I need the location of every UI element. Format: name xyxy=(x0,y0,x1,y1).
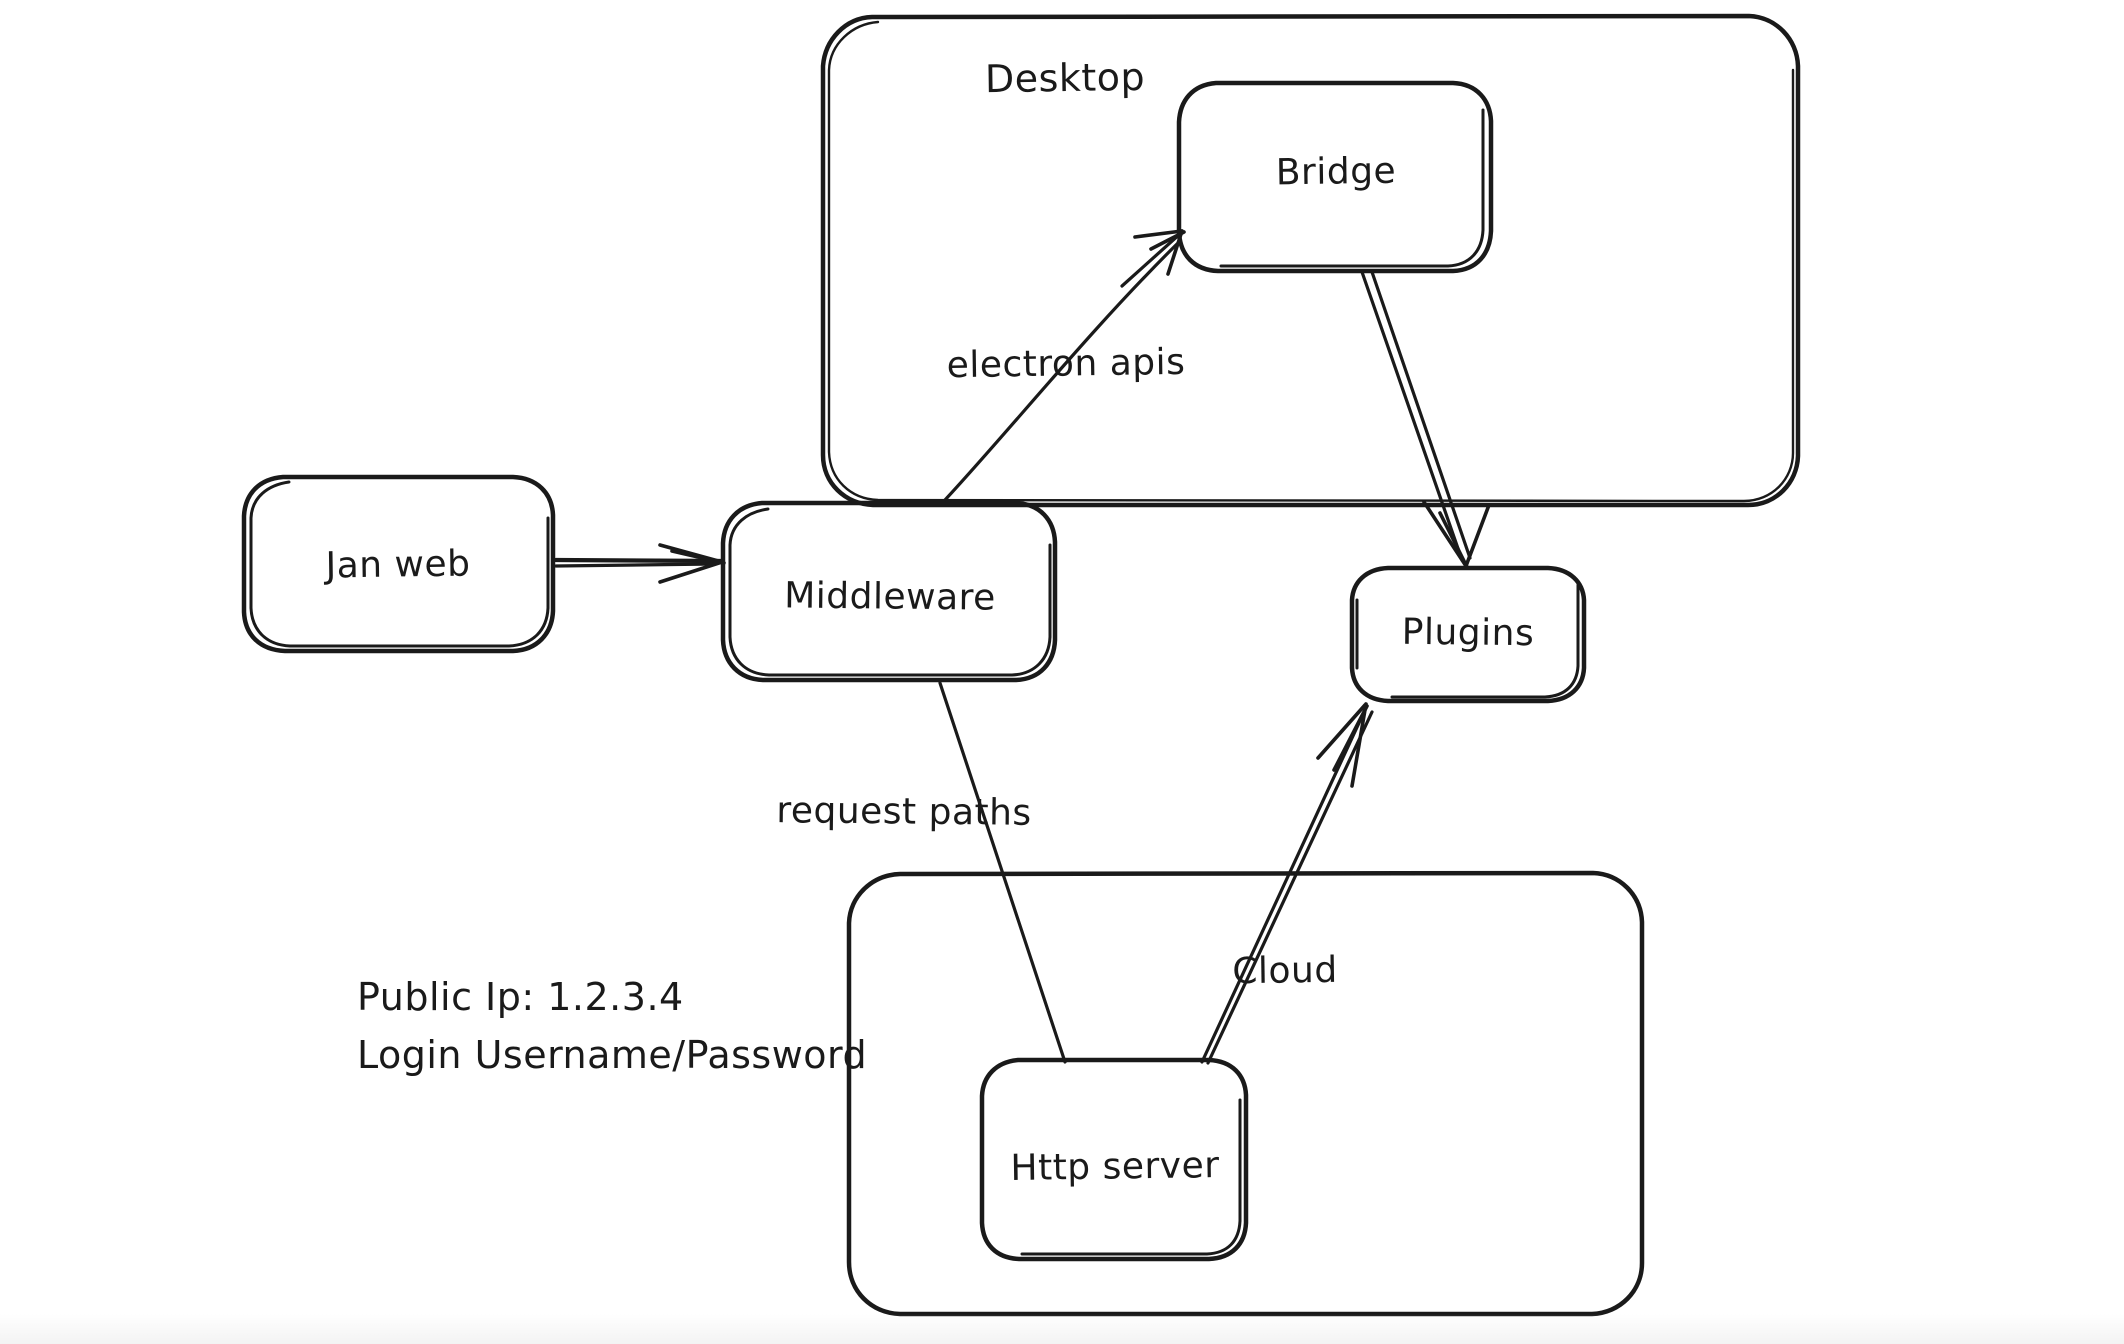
node-label-plugins[interactable]: Plugins xyxy=(1401,611,1535,655)
edge-http-server-to-middleware xyxy=(938,681,1067,1064)
edge-middleware-to-bridge xyxy=(943,229,1186,502)
group-desktop-outline xyxy=(820,13,1801,508)
node-http-server-outline xyxy=(979,1057,1249,1262)
node-label-middleware[interactable]: Middleware xyxy=(784,575,996,619)
group-label-desktop: Desktop xyxy=(984,54,1146,102)
edge-label-cloud: Cloud xyxy=(1232,949,1338,993)
edge-label-request-paths: request paths xyxy=(776,790,1032,834)
edge-bridge-to-plugins xyxy=(1360,270,1491,569)
note-public-ip: Public Ip: 1.2.3.4 xyxy=(357,975,684,1019)
edge-http-server-to-plugins xyxy=(1200,702,1374,1065)
node-bridge-outline xyxy=(1176,80,1494,274)
node-middleware-outline xyxy=(720,500,1058,683)
edge-label-electron-apis: electron apis xyxy=(946,341,1186,387)
node-label-http-server[interactable]: Http server xyxy=(1010,1145,1220,1189)
node-label-bridge[interactable]: Bridge xyxy=(1275,150,1397,194)
node-plugins-outline xyxy=(1349,565,1587,704)
note-login-credentials: Login Username/Password xyxy=(357,1033,868,1077)
node-jan-web-outline xyxy=(241,474,556,654)
node-label-jan-web[interactable]: Jan web xyxy=(325,543,471,587)
edge-jan-web-to-middleware xyxy=(553,543,726,584)
